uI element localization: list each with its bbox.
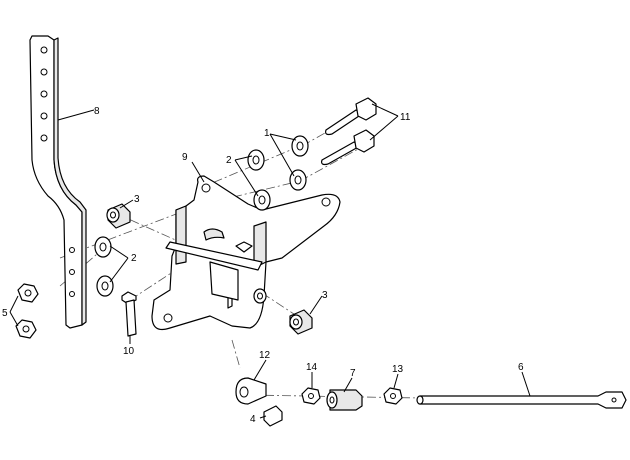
pin-part-10 [121,291,137,337]
bolts-part-11 [321,97,377,166]
rod-part-6 [416,391,627,409]
callout-2-top: 2 [226,155,232,166]
callout-1: 1 [264,128,270,139]
callout-2-left: 2 [131,253,137,264]
callout-7: 7 [350,368,356,379]
washers-part-2-left [94,236,114,297]
callout-labels: 8 9 1 2 11 3 2 3 5 10 12 4 14 7 13 6 [2,106,524,425]
coupler-part-7 [326,389,363,411]
rod-end-part-12 [235,377,267,405]
callout-11: 11 [400,112,411,123]
spacer-on-bracket [253,288,267,304]
callout-3-right: 3 [322,290,328,301]
spacer-part-3-right [289,309,313,335]
bolt-part-4 [263,405,283,427]
nuts-part-5 [15,283,39,339]
callout-6: 6 [518,362,524,373]
callout-12: 12 [259,350,271,361]
washers-part-1 [289,135,309,191]
callout-9: 9 [182,152,188,163]
callout-14: 14 [306,362,318,373]
callout-4: 4 [250,414,256,425]
callout-13: 13 [392,364,404,375]
spacer-part-3-top [106,203,131,229]
callout-8: 8 [94,106,100,117]
callout-10: 10 [123,346,135,357]
nut-part-13 [383,387,403,405]
callout-3-top: 3 [134,194,140,205]
nut-part-14 [301,387,321,405]
bracket-part-9 [151,175,341,331]
arm-part-8 [29,35,87,329]
washers-part-2-upper [247,149,271,211]
callout-5: 5 [2,308,8,319]
leader-lines [9,103,531,419]
